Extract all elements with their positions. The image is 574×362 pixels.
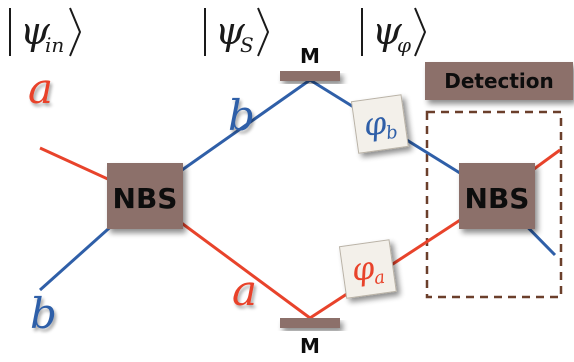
ket-angle: [414, 7, 426, 57]
ket-subscript: S: [240, 33, 254, 57]
mirror-bottom: M: [280, 318, 340, 358]
ket-symbol: ψ: [215, 9, 246, 53]
port-label-input-a: a: [28, 64, 53, 113]
mirror-top: M: [280, 44, 340, 81]
ket-symbol: ψ: [372, 9, 403, 53]
beamsplitter-second: NBS: [459, 163, 535, 229]
beamsplitter-first-box: [107, 163, 183, 229]
beamsplitter-second-label: NBS: [465, 182, 530, 215]
beamsplitter-first: NBS: [107, 163, 183, 229]
beamsplitter-second-box: [459, 163, 535, 229]
port-label-input-b: b: [30, 289, 57, 338]
port-label-arm-a: a: [232, 266, 257, 315]
detection-label-background: [425, 62, 573, 100]
beamsplitter-first-label: NBS: [113, 182, 178, 215]
ket-angle: [69, 7, 81, 57]
mirror-bottom-label: M: [300, 334, 320, 358]
ket-subscript: in: [45, 33, 64, 57]
port-label-arm-b: b: [228, 91, 255, 140]
ket-angle: [257, 7, 269, 57]
ket-psi-in: ψ in: [9, 7, 81, 57]
phase-shifter-a-subscript: a: [373, 267, 387, 289]
detection-region: [425, 110, 563, 299]
mirror-top-plate: [280, 71, 340, 81]
mirror-top-label: M: [300, 44, 320, 68]
phase-shifter-b: φ b: [350, 94, 409, 154]
ket-psi-s: ψ S: [204, 7, 269, 57]
phase-shifter-b-card: [350, 94, 409, 154]
detection-label: Detection: [444, 69, 554, 93]
ket-psi-phi: ψ φ: [361, 7, 426, 57]
ket-symbol: ψ: [20, 9, 51, 53]
phase-shifter-a: φ a: [338, 239, 397, 299]
phase-shifter-b-subscript: b: [385, 122, 399, 144]
mirror-bottom-plate: [280, 318, 340, 328]
ket-subscript: φ: [397, 33, 411, 57]
detection-label-box: Detection: [425, 62, 573, 100]
phase-shifter-a-card: [338, 239, 397, 299]
